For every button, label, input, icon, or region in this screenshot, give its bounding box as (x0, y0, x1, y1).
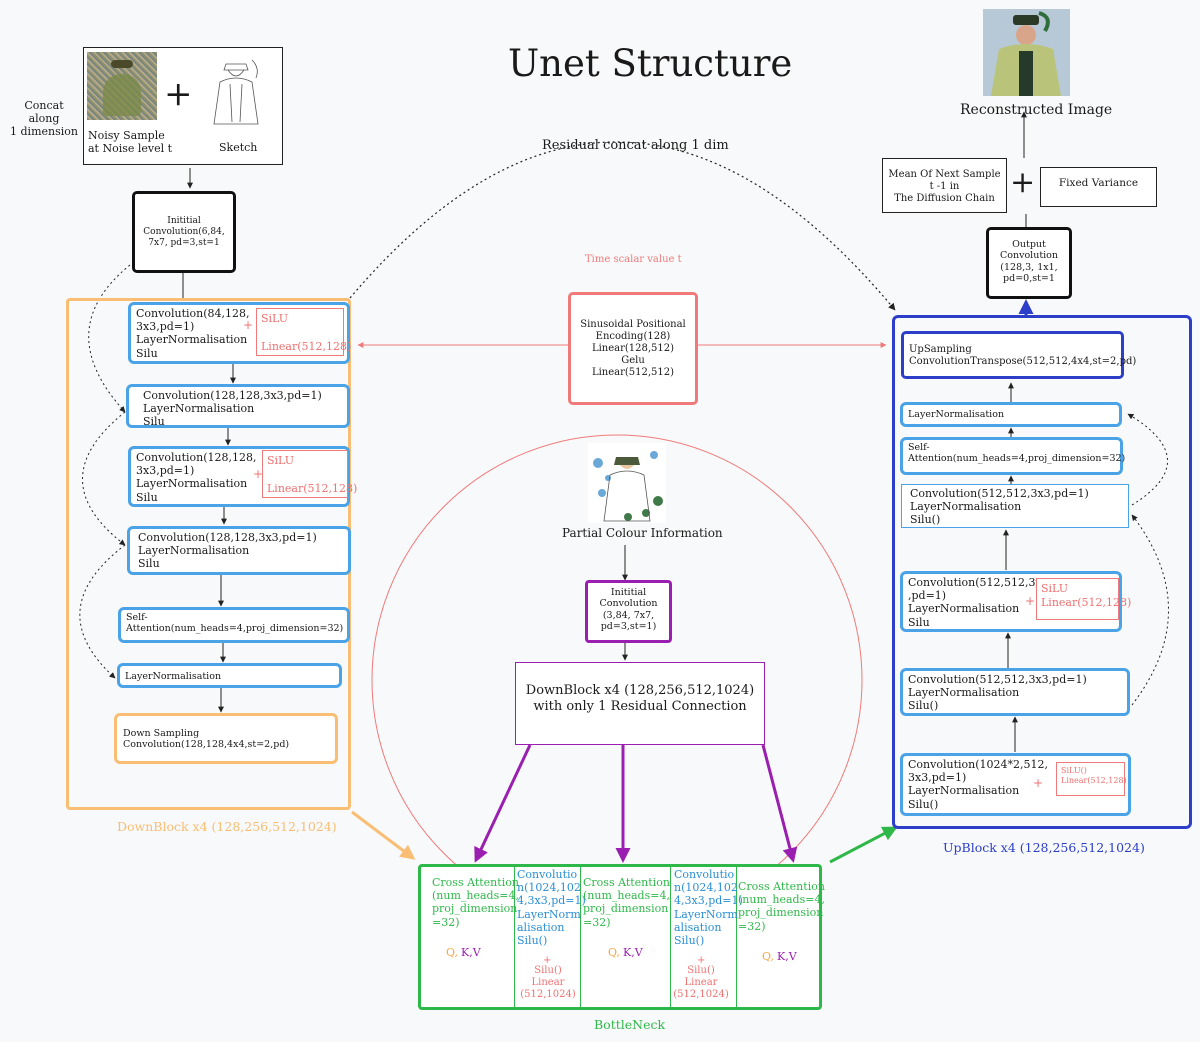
down-silu-linear-3: SiLU Linear(512,128) (262, 450, 357, 498)
partial-downblock: DownBlock x4 (128,256,512,1024) with onl… (515, 662, 765, 745)
up-self-attention: Self- Attention(num_heads=4,proj_dimensi… (900, 437, 1125, 475)
bottleneck-silu-linear: Silu() Linear (512,1024) (520, 965, 576, 1000)
upblock-container (892, 315, 1192, 829)
bottleneck-label: BottleNeck (594, 1017, 666, 1032)
bottleneck-divider (736, 866, 737, 1008)
up-sampling: UpSampling ConvolutionTranspose(512,512,… (901, 331, 1136, 379)
bottleneck-silu-linear: Silu() Linear (512,1024) (673, 965, 729, 1000)
partial-initial-conv: Inititial Convolution (3,84, 7x7, pd=3,s… (585, 580, 672, 643)
plus-sign: + (164, 74, 193, 114)
noisy-sample-image (87, 52, 157, 120)
bottleneck-cross-attention-2: Cross Attention (num_heads=4, proj_dimen… (583, 876, 670, 929)
page-title: Unet Structure (508, 42, 793, 85)
downblock-label: DownBlock x4 (128,256,512,1024) (117, 819, 337, 834)
up-silu-linear-d: SiLU() Linear(512,128) (1056, 762, 1127, 796)
q-label: Q, (608, 946, 620, 959)
upblock-label: UpBlock x4 (128,256,512,1024) (943, 840, 1145, 855)
time-embedding: Sinusoidal Positional Encoding(128) Line… (568, 292, 698, 405)
up-layernorm: LayerNormalisation (900, 402, 1122, 427)
bottleneck-conv: Convolutio n(1024,102 4,3x3,pd=1) LayerN… (517, 868, 586, 947)
down-conv-2: Convolution(128,128,3x3,pd=1) LayerNorma… (126, 384, 350, 428)
noisy-sample-label: Noisy Sample at Noise level t (88, 129, 173, 156)
down-plus-1: + (243, 318, 254, 332)
partial-colour-image (588, 443, 666, 523)
output-convolution: Output Convolution (128,3, 1x1, pd=0,st=… (986, 227, 1072, 299)
reconstructed-label: Reconstructed Image (960, 102, 1113, 118)
down-self-attention: Self- Attention(num_heads=4,proj_dimensi… (118, 607, 350, 643)
up-silu-linear-b: SiLU Linear(512,128) (1036, 578, 1131, 620)
bottleneck-divider (670, 866, 671, 1008)
time-label: Time scalar value t (585, 254, 682, 265)
mean-next-sample: Mean Of Next Sample t -1 in The Diffusio… (882, 158, 1007, 213)
sketch-image (200, 52, 272, 126)
output-plus: + (1010, 165, 1036, 200)
concat-label: Concat along 1 dimension (10, 99, 78, 139)
bottleneck-plus: + (697, 955, 706, 966)
bottleneck-divider (580, 866, 581, 1008)
q-label: Q, (762, 950, 774, 963)
down-plus-3: + (253, 467, 264, 481)
kv-label: K,V (461, 946, 481, 959)
down-layernorm: LayerNormalisation (117, 663, 342, 688)
up-conv-c: Convolution(512,512,3x3,pd=1) LayerNorma… (900, 668, 1130, 716)
down-sampling: Down Sampling Convolution(128,128,4x4,st… (114, 713, 338, 764)
down-silu-linear-1: SiLU Linear(512,128) (256, 308, 351, 356)
kv-label: K,V (623, 946, 643, 959)
sketch-label: Sketch (219, 141, 258, 154)
fixed-variance: Fixed Variance (1040, 167, 1157, 207)
bottleneck-divider (514, 866, 515, 1008)
bottleneck-cross-attention: Cross Attention (num_heads=4, proj_dimen… (432, 876, 519, 929)
up-plus-d: + (1033, 776, 1044, 790)
bottleneck-container (418, 864, 822, 1010)
initial-convolution: Inititial Convolution(6,84, 7x7, pd=3,st… (132, 191, 236, 273)
down-conv-4: Convolution(128,128,3x3,pd=1) LayerNorma… (127, 526, 351, 575)
up-conv-a: Convolution(512,512,3x3,pd=1) LayerNorma… (901, 484, 1129, 528)
kv-label: K,V (777, 950, 797, 963)
q-label: Q, (446, 946, 458, 959)
bottleneck-cross-attention-3: Cross Attention (num_heads=4, proj_dimen… (738, 880, 825, 933)
residual-label: Residual concat along 1 dim (542, 138, 729, 153)
partial-colour-label: Partial Colour Information (562, 526, 723, 540)
reconstructed-image (983, 9, 1070, 96)
up-plus-b: + (1025, 594, 1036, 608)
bottleneck-plus: + (543, 955, 552, 966)
bottleneck-conv-2: Convolutio n(1024,102 4,3x3,pd=1) LayerN… (674, 868, 743, 947)
